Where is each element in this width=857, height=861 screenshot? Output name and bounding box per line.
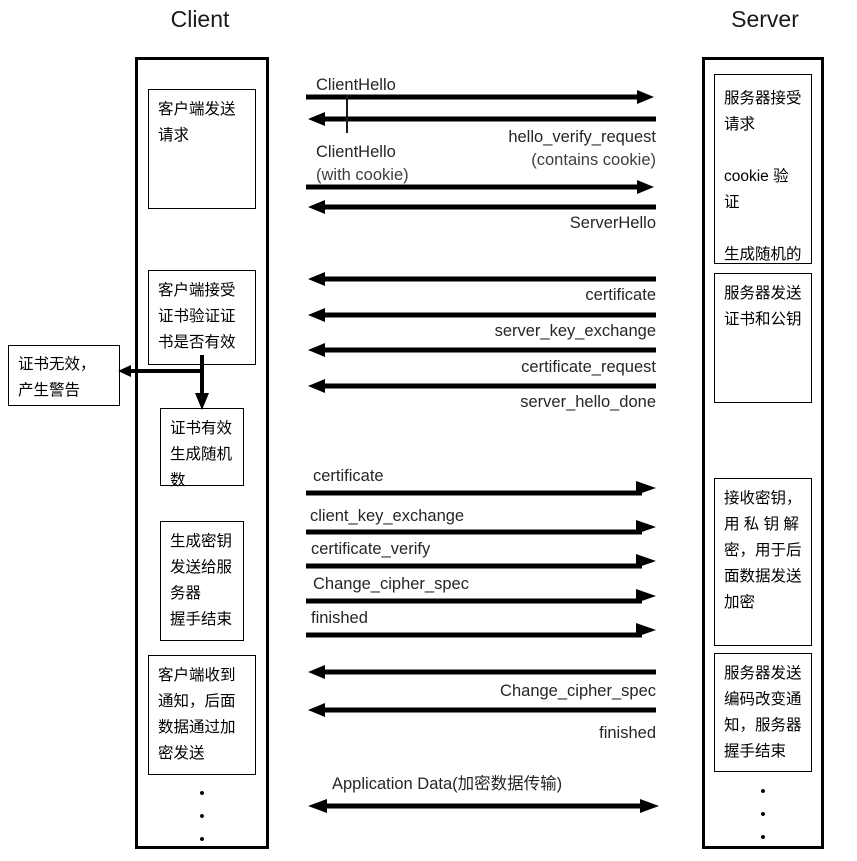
message-label-m2: hello_verify_request [508, 128, 656, 146]
client-step-make-key: 生成密钥 发送给服 务器 握手结束 [160, 521, 244, 641]
message-arrow-m1 [306, 90, 654, 104]
dot-1: • [199, 785, 205, 802]
dot-2: • [760, 806, 766, 823]
message-arrow-m16 [308, 799, 659, 813]
message-label-m6: server_key_exchange [494, 322, 656, 340]
message-arrow-m8 [308, 379, 656, 393]
dot-3: • [199, 831, 205, 848]
message-label-m10: client_key_exchange [310, 507, 465, 525]
message-sublabel-m3: (with cookie) [316, 166, 409, 184]
cert-invalid-alert-box: 证书无效， 产生警告 [8, 345, 120, 406]
dot-1: • [760, 783, 766, 800]
message-arrow-m12 [306, 589, 656, 604]
dot-3: • [760, 829, 766, 846]
message-arrow-m4 [308, 200, 656, 214]
message-arrow-m2 [308, 112, 656, 126]
server-continuation-dots: • • • [714, 780, 812, 849]
page-title-server: Server [731, 6, 799, 32]
message-sublabel-m2: (contains cookie) [531, 151, 656, 169]
message-arrow-m5 [308, 272, 656, 286]
message-arrow-m11 [306, 554, 656, 569]
message-arrow-m13 [306, 623, 656, 638]
message-label-m16: Application Data(加密数据传输) [332, 775, 563, 793]
client-step-cert-valid: 证书有效 生成随机 数 [160, 408, 244, 489]
message-label-m15: finished [599, 724, 656, 742]
server-step-change-cipher: 服务器发送 编码改变通 知，服务器 握手结束 [714, 653, 812, 772]
message-arrow-m9 [306, 481, 656, 496]
message-label-m9: certificate [313, 467, 384, 485]
server-step-send-cert: 服务器发送 证书和公钥 [714, 273, 812, 403]
client-step-received-notice: 客户端收到 通知，后面 数据通过加 密发送 [148, 655, 256, 775]
message-arrow-m3 [306, 180, 654, 194]
message-label-m7: certificate_request [521, 358, 656, 376]
server-step-accept-request: 服务器接受 请求 cookie 验证 生成随机的 session ID [714, 74, 812, 289]
message-label-m12: Change_cipher_spec [313, 575, 469, 593]
message-arrow-m15 [308, 703, 656, 717]
client-step-send-request: 客户端发送 请求 [148, 89, 256, 209]
message-label-m13: finished [311, 609, 368, 627]
server-step-decrypt-key: 接收密钥， 用 私 钥 解 密，用于后 面数据发送 加密 [714, 478, 812, 646]
message-label-m14: Change_cipher_spec [500, 682, 656, 700]
client-step-verify-cert: 客户端接受 证书验证证 书是否有效 [148, 270, 256, 365]
message-label-m4: ServerHello [569, 214, 656, 232]
message-arrow-m7 [308, 343, 656, 357]
message-label-m11: certificate_verify [311, 540, 431, 558]
dot-2: • [199, 808, 205, 825]
handshake-tick-line [346, 95, 348, 133]
message-arrow-m14 [308, 665, 656, 679]
message-arrow-m6 [308, 308, 656, 322]
client-continuation-dots: • • • [148, 782, 256, 851]
page-title-client: Client [170, 6, 230, 32]
message-label-m5: certificate [585, 286, 656, 304]
cert-branch-connector [118, 355, 209, 410]
message-label-m3: ClientHello [316, 143, 396, 161]
message-label-m8: server_hello_done [520, 393, 656, 411]
message-label-m1: ClientHello [316, 76, 396, 94]
message-arrow-m10 [306, 520, 656, 535]
